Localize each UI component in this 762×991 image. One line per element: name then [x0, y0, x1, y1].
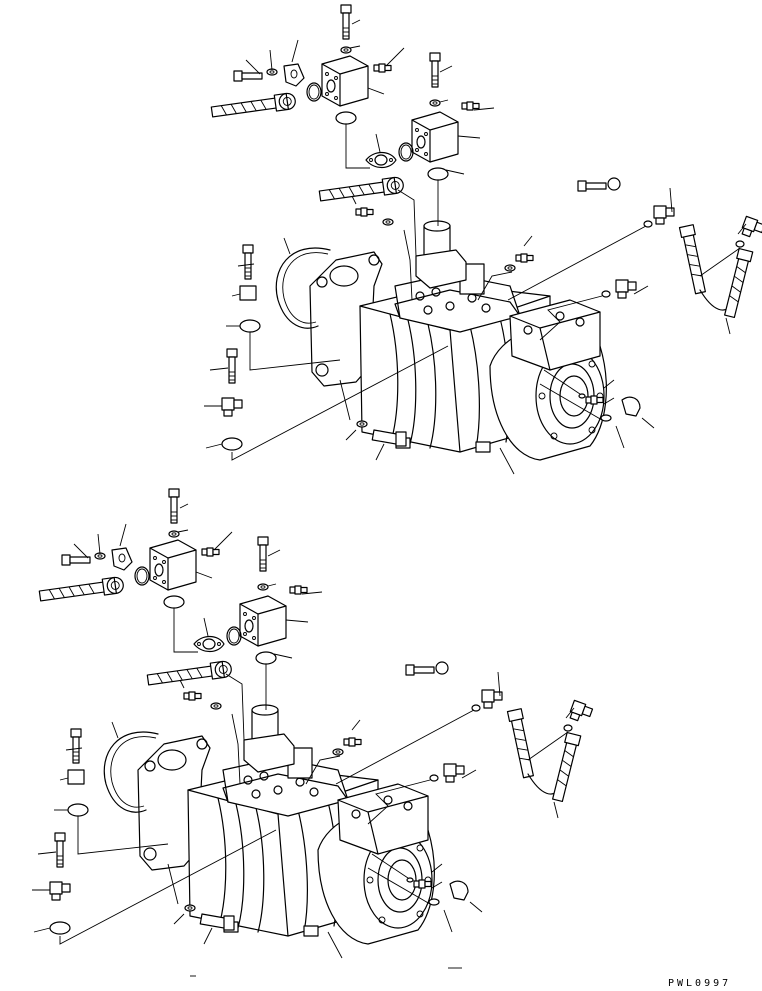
drawing-reference-code: PWL0997 [668, 978, 732, 989]
lower-pump-assembly [32, 489, 593, 958]
upper-pump-assembly [204, 5, 762, 474]
